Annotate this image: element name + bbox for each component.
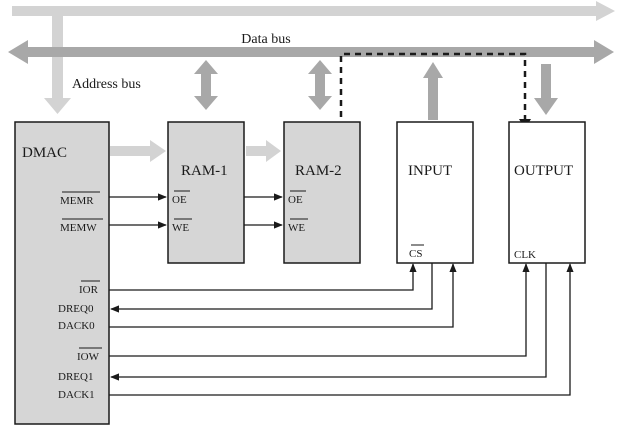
wire-ior-cs [109,263,417,291]
output-bus-connector [534,64,558,115]
ram2-bus-connector [308,60,332,110]
ram2-block: RAM-2 [283,121,361,264]
ram2-pin-we: WE [288,222,305,234]
wire-iow-clk [109,263,530,357]
ram1-block: RAM-1 [167,121,245,264]
ram1-pin-we: WE [172,222,189,234]
dmac-to-ram1-arrow [110,140,166,162]
input-bus-connector [423,62,443,120]
ram1-to-ram2-arrow [246,140,281,162]
address-bus-label: Address bus [72,77,141,92]
output-pin-clk: CLK [514,249,536,261]
ram1-bus-connector [194,60,218,110]
address-bus [12,1,615,114]
input-pin-cs: CS [409,248,422,260]
pin-dreq0: DREQ0 [58,303,94,315]
wire-dack1 [109,263,574,396]
wire-dack0 [109,263,457,328]
input-title: INPUT [408,163,452,179]
ram1-title: RAM-1 [181,163,228,179]
output-block: OUTPUT [508,121,586,264]
data-bus [8,40,614,64]
output-title: OUTPUT [514,163,573,179]
data-bus-label: Data bus [241,32,290,47]
pin-memr: MEMR [60,195,94,207]
ram2-pin-oe: OE [288,194,303,206]
pin-iow: IOW [77,351,100,363]
dmac-title: DMAC [22,145,67,161]
pin-dreq1: DREQ1 [58,371,93,383]
pin-ior: IOR [79,284,99,296]
ram2-title: RAM-2 [295,163,342,179]
ram1-pin-oe: OE [172,194,187,206]
dmac-block: DMAC [14,121,110,425]
input-block: INPUT [396,121,474,264]
pin-dack1: DACK1 [58,389,95,401]
pin-memw: MEMW [60,222,97,234]
wire-dreq0 [110,263,433,313]
pin-dack0: DACK0 [58,320,95,332]
wire-dreq1 [110,263,547,381]
